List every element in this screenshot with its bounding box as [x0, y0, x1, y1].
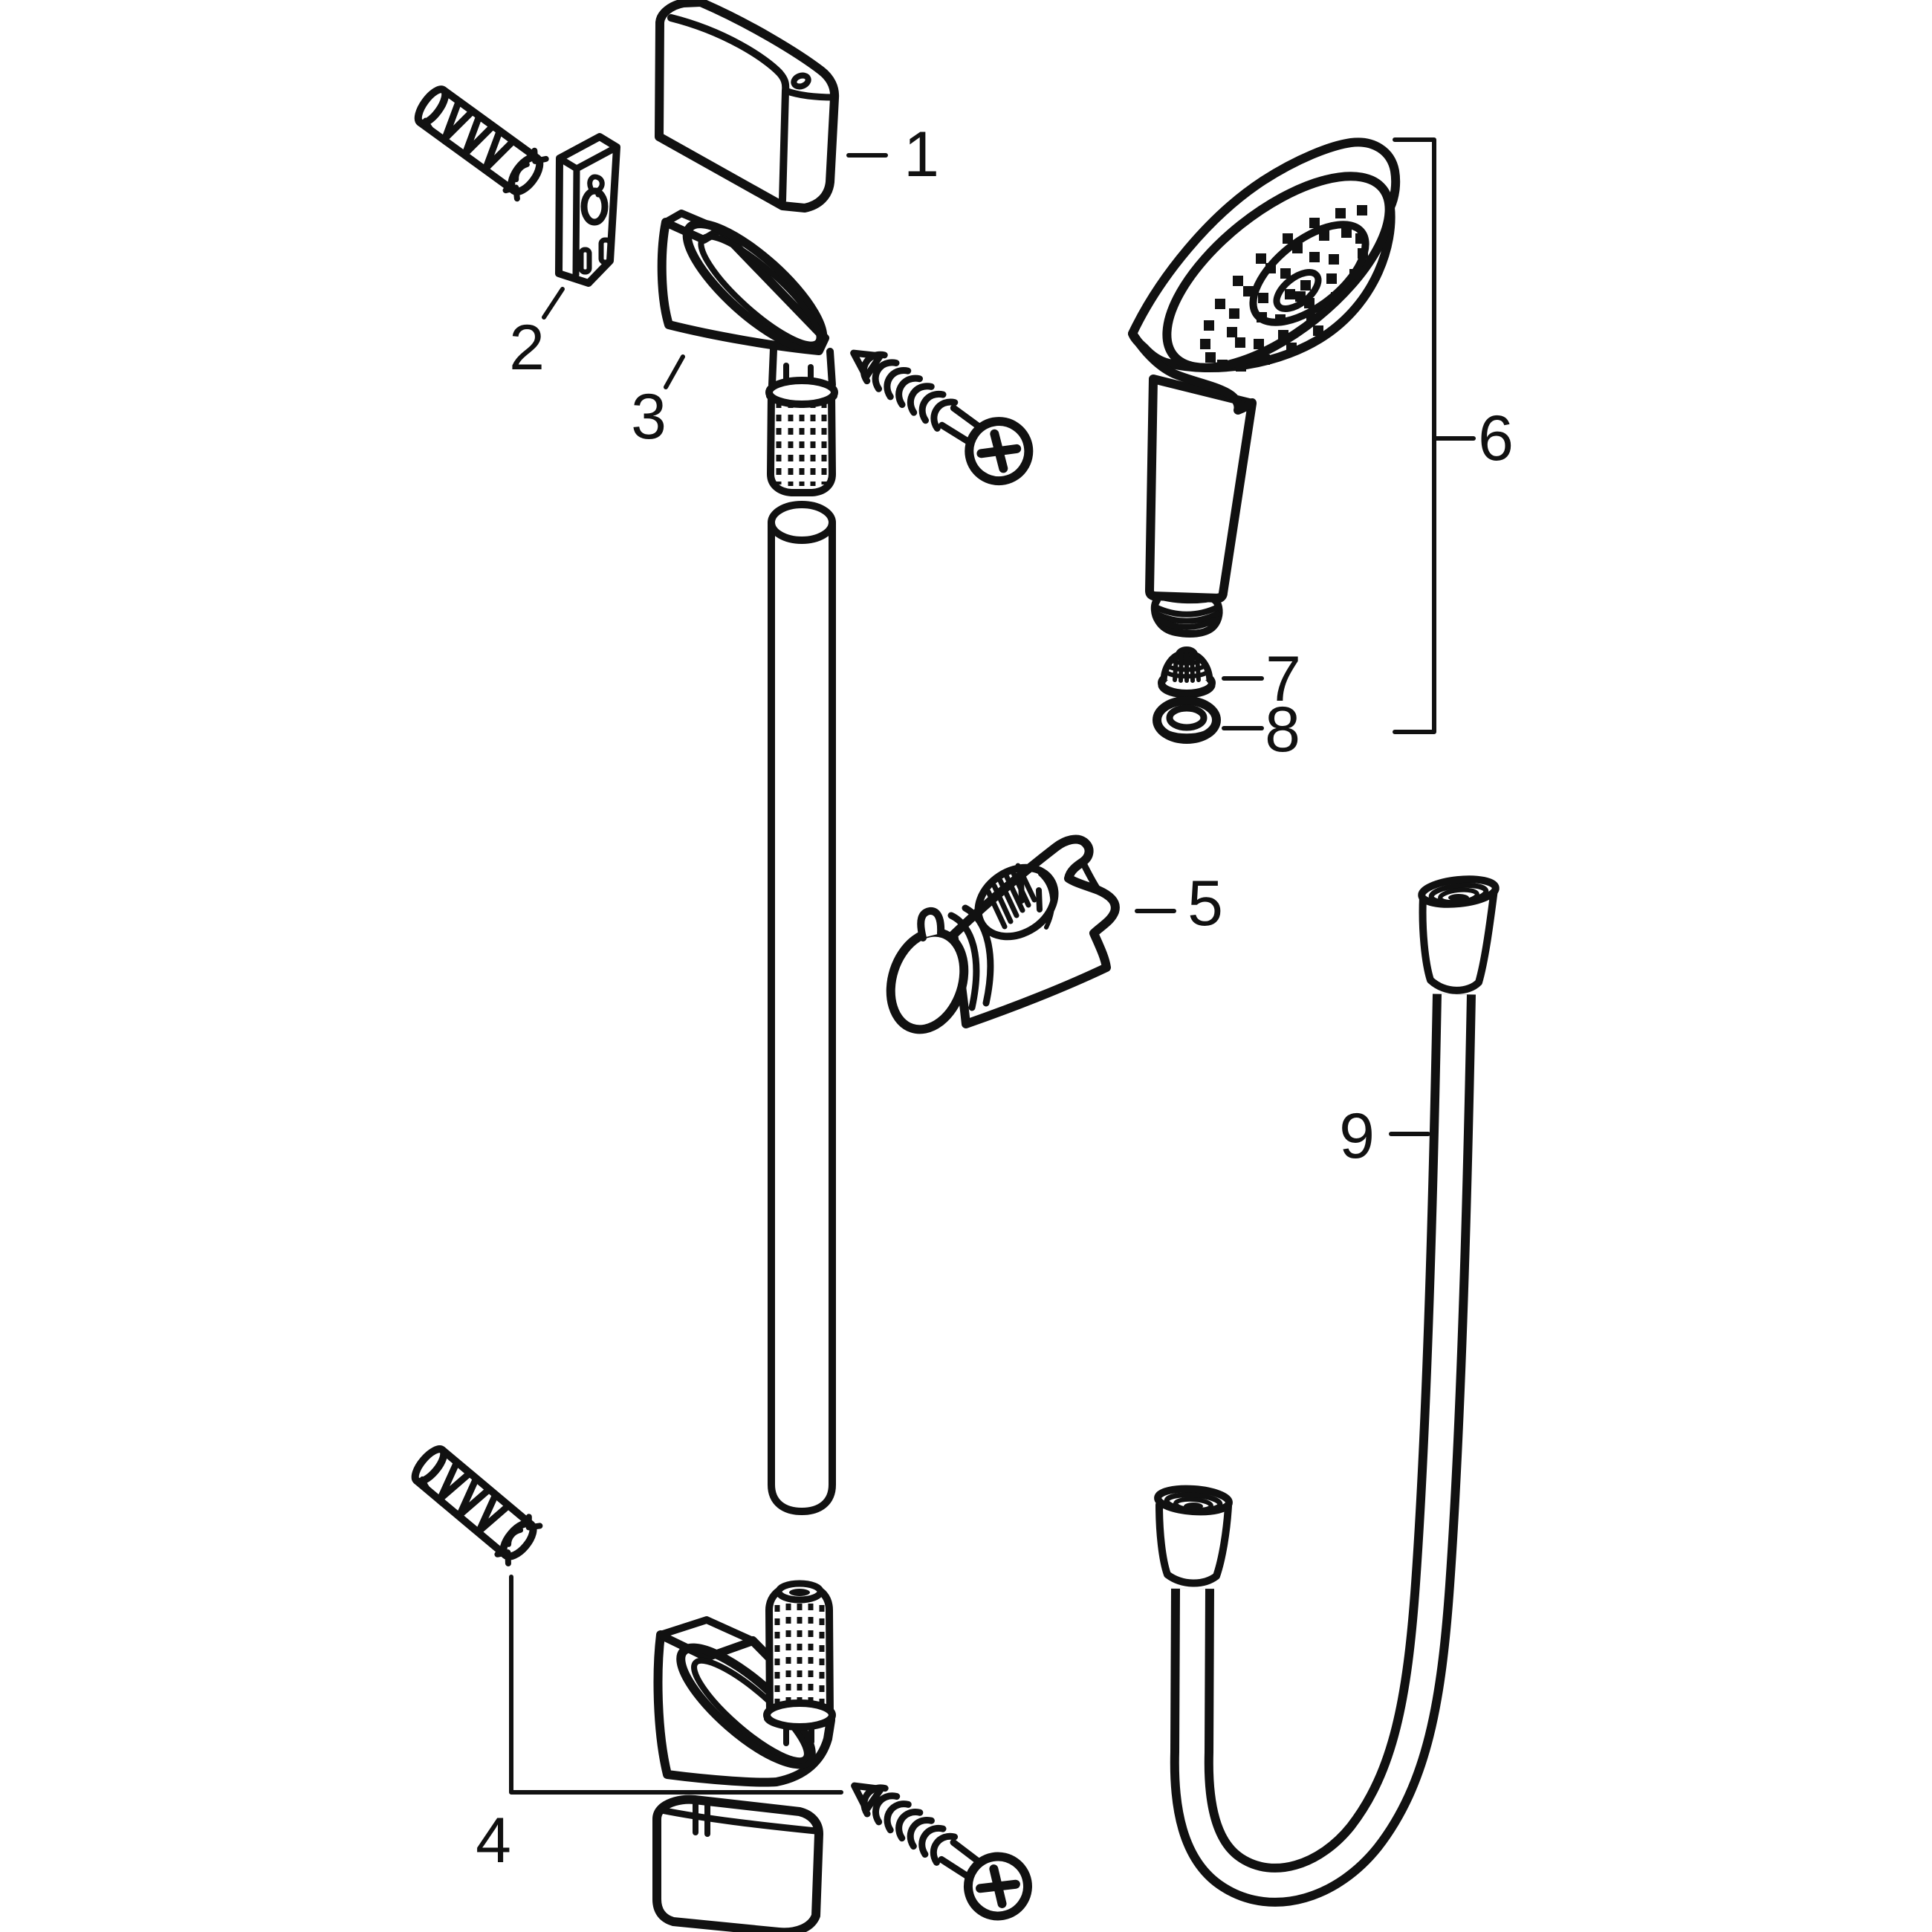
wall-bar-rail	[768, 501, 836, 1515]
leader-part-4	[509, 1575, 843, 1795]
bottom-pin-cover-cap	[652, 1795, 823, 1932]
spray-nozzles	[1200, 205, 1368, 372]
hose-nut-bottom	[1154, 1485, 1233, 1587]
part-labels: 1 2 3 4 5 6 7 8 9	[476, 119, 1514, 1876]
mounting-screw-bottom	[837, 1761, 1040, 1928]
label-part-3: 3	[631, 381, 667, 453]
wall-anchor-bottom	[407, 1442, 541, 1565]
leader-part-2	[542, 287, 565, 320]
part-3-support-bracket	[657, 210, 838, 496]
part-8-sealing-washer	[1153, 696, 1221, 744]
label-part-1: 1	[904, 119, 939, 190]
bracket-part-6	[1393, 137, 1436, 734]
label-part-5: 5	[1187, 868, 1223, 939]
label-part-6: 6	[1478, 403, 1514, 474]
part-1-pin-cover-cap	[655, 0, 840, 213]
label-part-2: 2	[509, 312, 545, 383]
cap-pin-hole	[791, 72, 811, 90]
hose-nut-top	[1418, 875, 1500, 994]
plate-keyhole	[580, 187, 609, 226]
slider-lock-tab	[917, 907, 945, 941]
part-5-holder-slider	[886, 834, 1120, 1034]
part-7-filter-insert	[1158, 646, 1216, 698]
label-part-4: 4	[476, 1805, 511, 1876]
mounting-screw-top	[837, 328, 1040, 493]
part-6-hand-shower	[1128, 137, 1401, 638]
part-9-shower-hose	[1154, 875, 1500, 1907]
part-2-wall-plate	[555, 133, 620, 287]
wall-anchor-top	[411, 82, 548, 200]
leader-part-3	[664, 354, 685, 389]
label-part-8: 8	[1265, 694, 1300, 765]
bottom-support-bracket	[653, 1580, 836, 1787]
label-part-9: 9	[1339, 1100, 1375, 1172]
label-part-7: 7	[1265, 644, 1301, 715]
leader-lines	[509, 137, 1476, 1795]
bracket-hole-outer	[682, 219, 828, 353]
